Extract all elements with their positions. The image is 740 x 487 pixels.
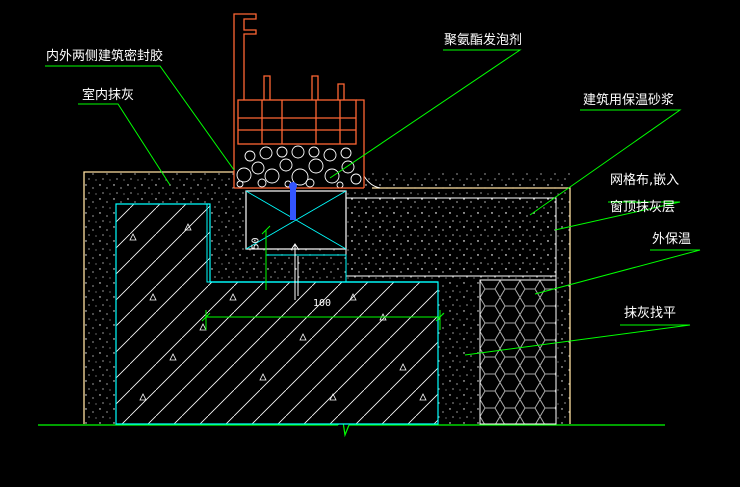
foam-fill [234,142,381,189]
external-insulation [479,279,557,425]
dimension-label-100: 100 [313,298,332,309]
dimension-label-50: 50 [250,237,262,250]
label-sealant: 内外两侧建筑密封胶 [46,49,164,64]
label-mesh-line2: 窗顶抹灰层 [610,200,676,215]
anchor-bolt [289,182,297,220]
fixing-screw [290,243,300,300]
label-foam: 聚氨酯发泡剂 [444,33,523,48]
label-mesh-line1: 网格布,嵌入 [610,173,680,188]
window-profile [233,13,365,189]
label-insulation: 外保温 [652,232,692,247]
label-indoor-plaster: 室内抹灰 [82,88,135,103]
label-leveling: 抹灰找平 [624,306,677,321]
label-mortar: 建筑用保温砂浆 [583,93,675,108]
dimension-100 [201,310,445,330]
dimension-50 [261,225,271,290]
leader-lines [45,49,701,356]
